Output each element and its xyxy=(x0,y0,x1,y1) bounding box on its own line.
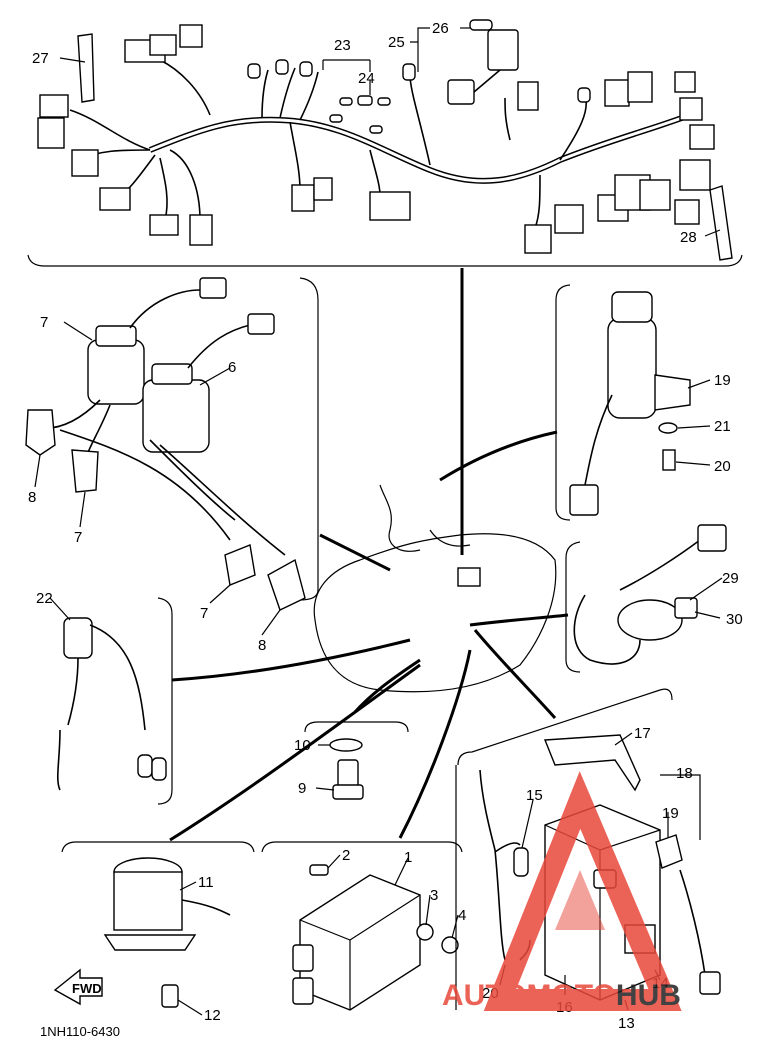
callout-22: 20 xyxy=(714,458,731,475)
callout-5: 6 xyxy=(228,359,236,376)
callout-29: 27 xyxy=(32,50,49,67)
sensor-group xyxy=(565,524,727,673)
callout-3: 3 xyxy=(430,887,438,904)
callout-21: 19 xyxy=(714,372,731,389)
callout-12: 12 xyxy=(204,1007,221,1024)
ignition-coil-group xyxy=(25,277,319,611)
callout-11: 11 xyxy=(198,874,214,891)
callout-8-b: 8 xyxy=(258,637,266,654)
callout-24: 22 xyxy=(36,590,53,607)
callout-2: 2 xyxy=(342,847,350,864)
callout-31: 29 xyxy=(722,570,739,587)
callout-15: 15 xyxy=(526,787,543,804)
callout-1: 1 xyxy=(404,849,412,866)
callout-26: 24 xyxy=(358,70,375,87)
callout-7-a: 7 xyxy=(74,529,82,546)
main-wire-harness xyxy=(27,19,743,267)
neutral-switch-group xyxy=(304,721,409,800)
main-switch-group xyxy=(555,284,691,521)
callout-9: 9 xyxy=(298,780,306,797)
automotohub-watermark: AUTOMOTOHUB xyxy=(442,771,682,1012)
cdi-unit-group xyxy=(261,841,463,1011)
switch-24-group xyxy=(57,597,173,805)
callout-18: 18 xyxy=(676,765,693,782)
callout-25: 23 xyxy=(334,37,351,54)
starter-relay-group: FWD xyxy=(53,841,255,1008)
callout-19: 19 xyxy=(662,805,679,822)
frame-outline xyxy=(313,484,557,693)
fwd-arrow-icon xyxy=(53,968,103,1006)
callout-6: 7 xyxy=(40,314,48,331)
battery-group xyxy=(455,688,721,1010)
callout-10: 10 xyxy=(294,737,311,754)
part-code: 1NH110-6430 xyxy=(40,1024,120,1039)
watermark-triangle-icon xyxy=(483,771,682,1011)
callout-4: 4 xyxy=(458,907,466,924)
callout-30: 28 xyxy=(680,229,697,246)
watermark-text: AUTOMOTOHUB xyxy=(442,979,681,1012)
callout-27: 25 xyxy=(388,34,405,51)
callout-23: 21 xyxy=(714,418,731,435)
callout-8-a: 8 xyxy=(28,489,36,506)
callout-32: 30 xyxy=(726,611,743,628)
callout-13: 13 xyxy=(618,1015,635,1032)
leader-lines xyxy=(169,268,569,842)
callout-28: 26 xyxy=(432,20,449,37)
fwd-label: FWD xyxy=(72,981,102,996)
callout-7-b: 7 xyxy=(200,605,208,622)
callout-17: 17 xyxy=(634,725,651,742)
